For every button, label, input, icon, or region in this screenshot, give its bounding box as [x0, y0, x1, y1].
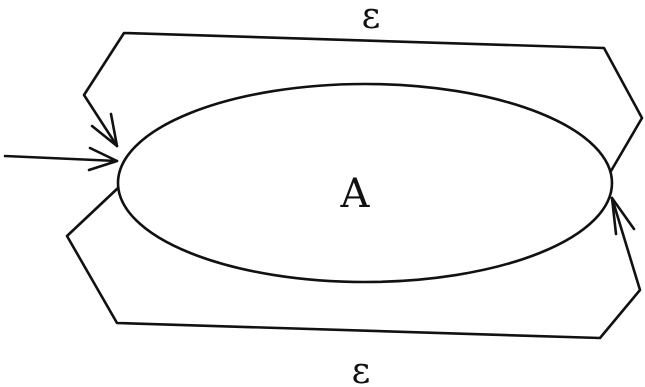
- start-arrow-head: [87, 146, 119, 172]
- top-epsilon-loop: [82, 31, 644, 173]
- start-arrow-shaft: [3, 154, 119, 163]
- bottom-loop-path: [65, 186, 642, 340]
- top-loop-path: [82, 31, 644, 173]
- bottom-loop-arrowhead: [610, 196, 636, 236]
- state-a-label: A: [340, 171, 371, 217]
- bottom-epsilon-loop: [65, 186, 642, 340]
- bottom-epsilon-label: ε: [352, 351, 371, 387]
- state-a-ellipse: [116, 82, 614, 284]
- top-epsilon-label: ε: [362, 0, 381, 37]
- start-arrow: [3, 146, 119, 172]
- top-loop-arrowhead: [90, 112, 119, 148]
